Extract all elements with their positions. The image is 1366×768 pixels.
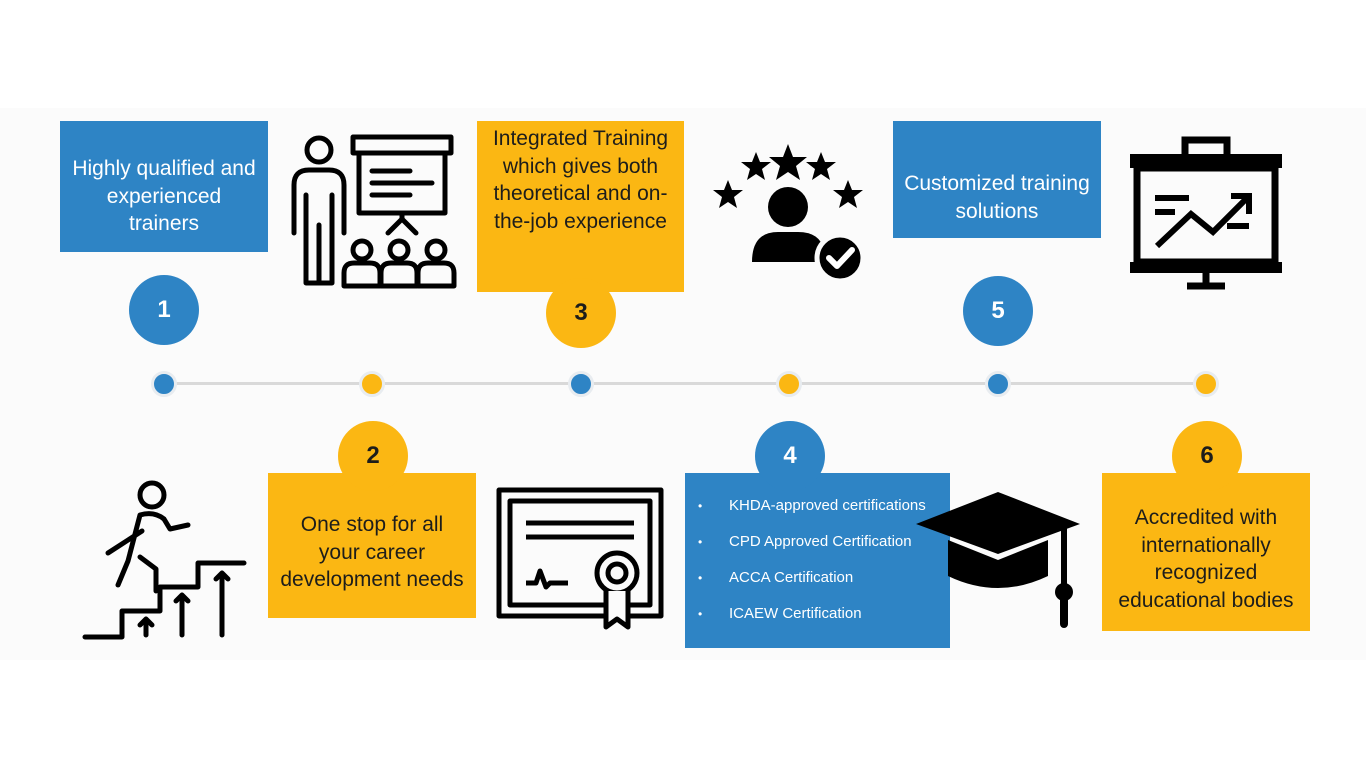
step-5-text: Customized training solutions (904, 172, 1090, 223)
step-1-box: Highly qualified and experienced trainer… (60, 121, 268, 252)
step-4-number: 4 (755, 421, 825, 491)
step-2-box: One stop for all your career development… (268, 473, 476, 618)
step-2-number: 2 (338, 421, 408, 491)
step-5-box: Customized training solutions (893, 121, 1101, 238)
growth-chart-board-icon (1127, 134, 1285, 292)
step-6-number: 6 (1172, 421, 1242, 491)
career-stairs-icon (82, 479, 248, 641)
timeline-dot-2 (359, 371, 385, 397)
certificate-icon (496, 487, 664, 632)
step-2-text: One stop for all your career development… (280, 513, 464, 592)
step-5-number: 5 (963, 276, 1033, 346)
step-3-text: Integrated Training which gives both the… (492, 127, 669, 233)
step-1-text: Highly qualified and experienced trainer… (72, 157, 256, 236)
timeline-line (164, 382, 1208, 385)
timeline-dot-1 (151, 371, 177, 397)
list-item: ACCA Certification (685, 568, 950, 604)
step-6-text: Accredited with internationally recogniz… (1118, 506, 1294, 612)
list-item: KHDA-approved certifications (685, 496, 950, 532)
timeline-dot-4 (776, 371, 802, 397)
presentation-audience-icon (286, 133, 458, 293)
timeline-dot-3 (568, 371, 594, 397)
step-4-certification-list: KHDA-approved certifications CPD Approve… (685, 473, 950, 648)
list-item: ICAEW Certification (685, 604, 950, 640)
list-item: CPD Approved Certification (685, 532, 950, 568)
graduation-cap-icon (914, 490, 1082, 632)
timeline-dot-6 (1193, 371, 1219, 397)
step-6-box: Accredited with internationally recogniz… (1102, 473, 1310, 631)
step-3-number: 3 (546, 278, 616, 348)
step-3-box: Integrated Training which gives both the… (477, 121, 684, 292)
timeline-dot-5 (985, 371, 1011, 397)
rated-user-check-icon (708, 140, 870, 285)
step-1-number: 1 (129, 275, 199, 345)
